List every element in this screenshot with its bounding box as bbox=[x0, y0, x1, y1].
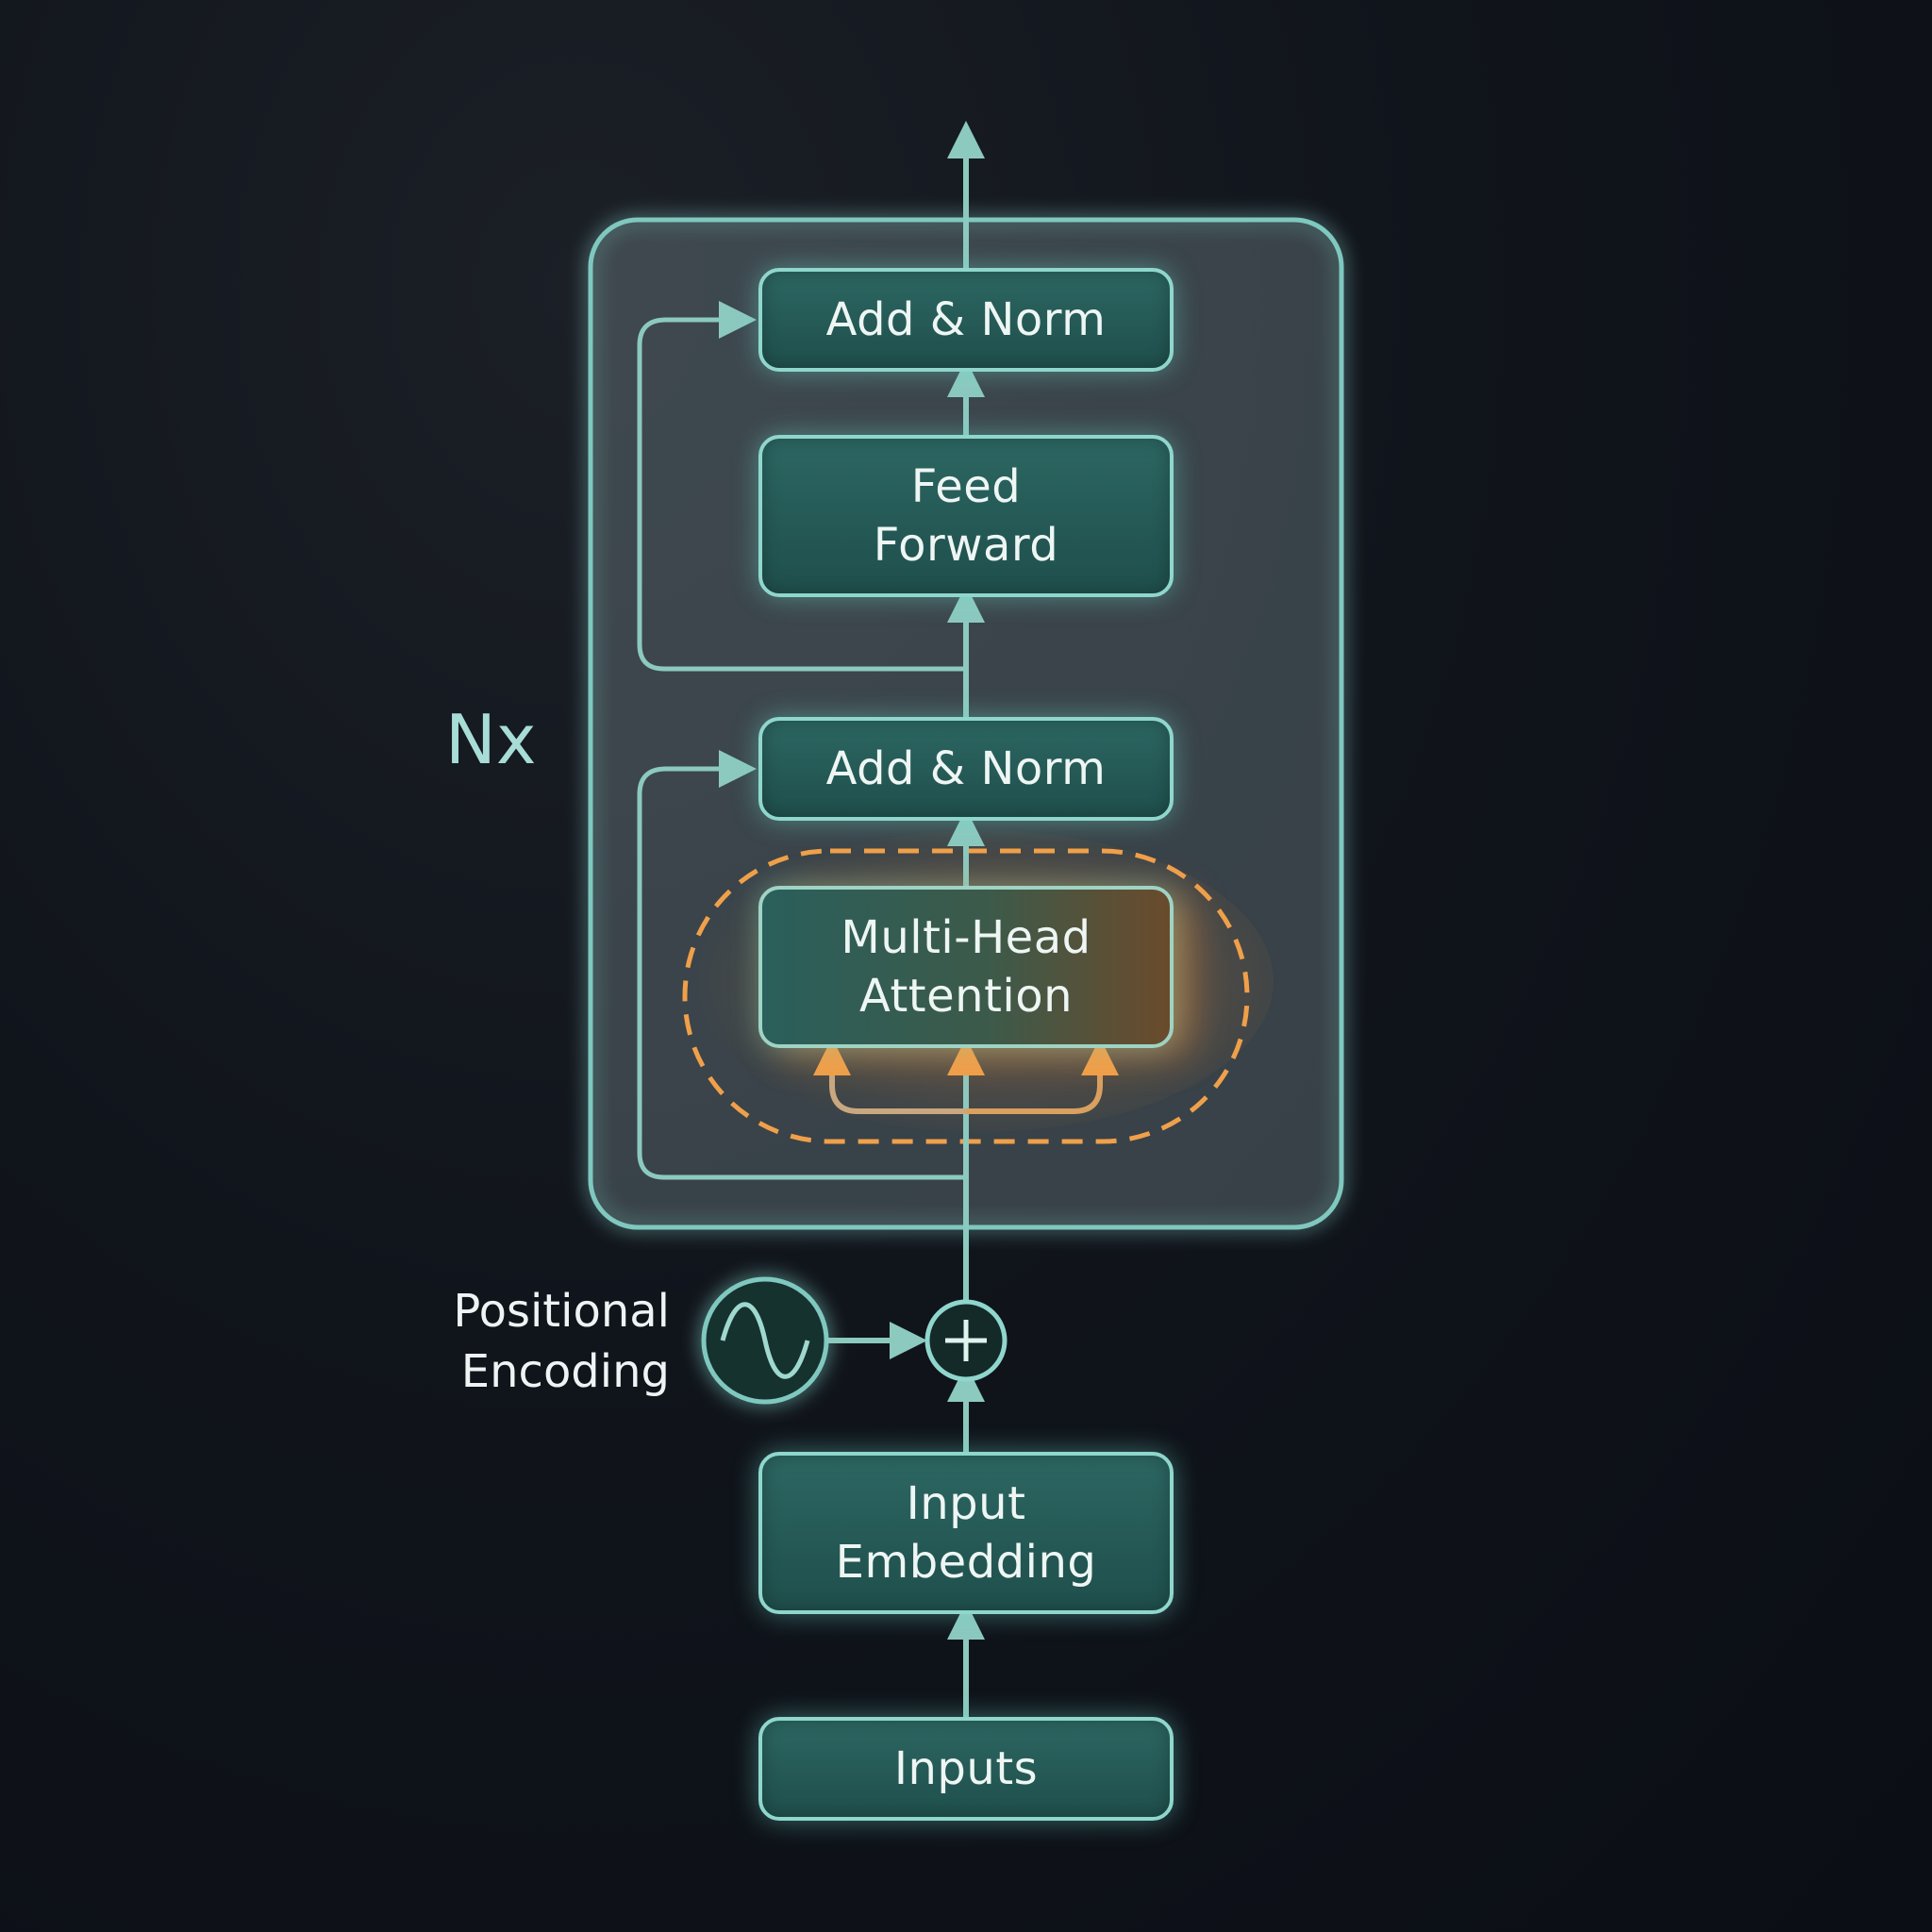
positional-encoding-label: Positional Encoding bbox=[415, 1281, 670, 1402]
input-embedding-label-line-2: Embedding bbox=[835, 1536, 1097, 1589]
input-embedding-block: Input Embedding bbox=[758, 1452, 1174, 1614]
add-norm-top-label: Add & Norm bbox=[825, 293, 1107, 346]
multi-head-attention-block: Multi-Head Attention bbox=[758, 886, 1174, 1048]
inputs-block: Inputs bbox=[758, 1717, 1174, 1821]
feed-forward-block: Feed Forward bbox=[758, 435, 1174, 597]
input-embedding-label-line-1: Input bbox=[906, 1477, 1026, 1530]
inputs-label: Inputs bbox=[893, 1742, 1039, 1795]
feed-forward-label-line-2: Forward bbox=[873, 519, 1059, 572]
add-norm-block-bottom: Add & Norm bbox=[758, 717, 1174, 821]
plus-circle-icon bbox=[924, 1299, 1008, 1382]
add-norm-bottom-label: Add & Norm bbox=[825, 742, 1107, 795]
arrow-attention-query bbox=[813, 1038, 966, 1114]
positional-encoding-label-line-1: Positional bbox=[453, 1285, 670, 1338]
arrow-attention-value bbox=[966, 1038, 1119, 1114]
attention-label-line-1: Multi-Head bbox=[841, 911, 1091, 964]
sine-wave-icon bbox=[701, 1276, 829, 1405]
repeat-count-label: Nx bbox=[445, 700, 537, 779]
feed-forward-label-line-1: Feed bbox=[910, 460, 1022, 513]
attention-label-line-2: Attention bbox=[858, 970, 1074, 1023]
add-norm-block-top: Add & Norm bbox=[758, 268, 1174, 372]
positional-encoding-label-line-2: Encoding bbox=[460, 1345, 670, 1398]
